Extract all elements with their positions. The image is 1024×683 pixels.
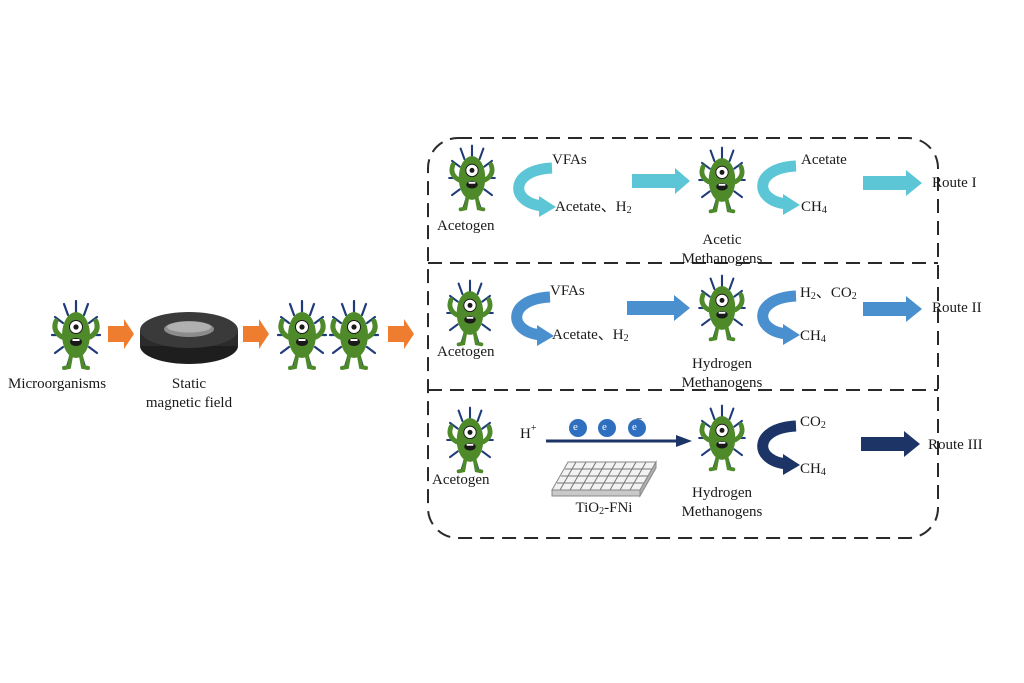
- route2-methanogen-label-line2: Methanogens: [681, 375, 763, 391]
- route1-methanogen-icon: [699, 148, 745, 212]
- feed-arrow-2: [243, 319, 269, 349]
- route1-input-label: VFAs: [552, 152, 587, 168]
- route1-curve-arrow-1: [513, 162, 553, 212]
- catalyst-lattice-icon: [551, 460, 657, 498]
- route1-acetogen-icon: [449, 146, 495, 210]
- route3-methanogen-label-line2: Methanogens: [681, 504, 763, 520]
- electron-icons: [569, 419, 646, 437]
- route3-label: Route III: [928, 437, 983, 453]
- route3-acetogen-label: Acetogen: [432, 472, 490, 488]
- route2-curve-arrow-1: [511, 291, 551, 341]
- route2-methanogen-label-line1: Hydrogen: [692, 356, 752, 372]
- microorganisms-label: Microorganisms: [8, 376, 107, 392]
- route1-arrow: [863, 170, 922, 196]
- static-magnet-icon: [140, 312, 238, 364]
- route2-output-label: Acetate、H2: [552, 327, 629, 344]
- route3-arrow: [861, 431, 920, 457]
- route2-m-output-label: CH4: [800, 328, 826, 345]
- magnet-label-line1: Static: [171, 376, 207, 392]
- route3-m-output-label: CH4: [800, 461, 826, 478]
- route2-curve-arrow-2: [757, 290, 797, 340]
- route2-label: Route II: [932, 300, 982, 316]
- route1-acetogen-label: Acetogen: [437, 218, 495, 234]
- catalyst-label: TiO2-FNi: [575, 500, 633, 517]
- route2-m-input-label: H2、CO2: [800, 285, 857, 302]
- route1-curve-arrow-2: [757, 160, 797, 210]
- route1-methanogen-label-line1: Acetic: [702, 232, 742, 248]
- electron-label-2: e: [602, 421, 607, 433]
- feed-arrow-1: [108, 319, 134, 349]
- route1-mid-arrow: [632, 168, 690, 194]
- electron-label-3: e: [632, 421, 637, 433]
- route1-m-output-label: CH4: [801, 199, 827, 216]
- route1-m-input-label: Acetate: [801, 152, 847, 168]
- electron-charge-label: −: [636, 413, 643, 425]
- magnet-label-line2: magnetic field: [145, 395, 233, 411]
- route1-methanogen-label-line2: Methanogens: [681, 251, 763, 267]
- microorganism-icon: [52, 301, 100, 368]
- activated-microorganism-icon-2: [330, 301, 378, 368]
- route3-acetogen-icon: [447, 408, 493, 472]
- route2-arrow: [863, 296, 922, 322]
- route2-input-label: VFAs: [550, 283, 585, 299]
- electron-label-1: e: [573, 421, 578, 433]
- route1-label: Route I: [932, 175, 977, 191]
- route2-acetogen-icon: [447, 281, 493, 345]
- proton-label: H+: [520, 423, 537, 443]
- route2-methanogen-icon: [699, 276, 745, 340]
- feed-arrow-3: [388, 319, 414, 349]
- route3-m-input-label: CO2: [800, 414, 826, 431]
- route3-curve-arrow: [757, 420, 797, 470]
- route2-mid-arrow: [627, 295, 690, 321]
- process-dashed-box: [427, 137, 939, 539]
- route2-acetogen-label: Acetogen: [437, 344, 495, 360]
- route1-output-label: Acetate、H2: [555, 199, 632, 216]
- route3-methanogen-label-line1: Hydrogen: [692, 485, 752, 501]
- activated-microorganism-icon-1: [278, 301, 326, 368]
- route3-methanogen-icon: [699, 406, 745, 470]
